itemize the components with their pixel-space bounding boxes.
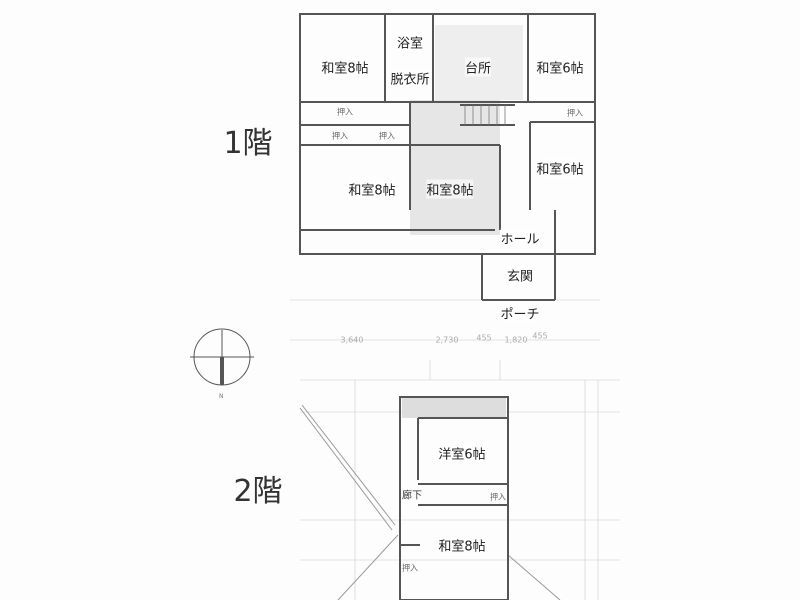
closet-label: 押入 [490,492,506,502]
room-label: 和室6帖 [536,57,584,77]
room-label: 和室8帖 [321,57,369,77]
closet-label: 押入 [337,107,353,117]
dimension-label: 2,730 [435,335,459,345]
room-label: 和室6帖 [536,158,584,178]
compass-icon [190,328,254,386]
grid-lines [290,299,620,600]
room-label: ポーチ [500,303,540,323]
balcony [402,398,506,418]
first-floor-walls [299,13,596,301]
stairs [464,105,506,125]
room-label: 廊下 [402,490,422,502]
room-label: 台所 [464,57,492,77]
room-label: 和室8帖 [438,535,486,555]
closet-label: 押入 [567,108,583,118]
room-label: 玄関 [506,265,534,285]
diagonal-lines [299,404,561,600]
dimension-label: 3,640 [340,335,364,345]
room-label: 和室8帖 [426,179,474,199]
closet-label: 押入 [332,131,348,141]
second-floor-walls [399,396,509,600]
closet-label: 押入 [379,131,395,141]
room-label: 浴室 [396,32,424,52]
dimension-label: 1,820 [504,335,528,345]
room-label: ホール [500,228,540,248]
compass-label: N [219,393,224,400]
closet-label: 押入 [402,563,418,573]
floor-label-2f: 2階 [233,474,283,509]
dimension-label: 455 [532,331,548,341]
dimension-label: 455 [476,333,492,343]
corridor-floor [410,100,500,235]
room-label: 脱衣所 [390,68,430,88]
room-label: 和室8帖 [348,179,396,199]
floor-label-1f: 1階 [223,126,273,161]
room-label: 洋室6帖 [438,443,486,463]
